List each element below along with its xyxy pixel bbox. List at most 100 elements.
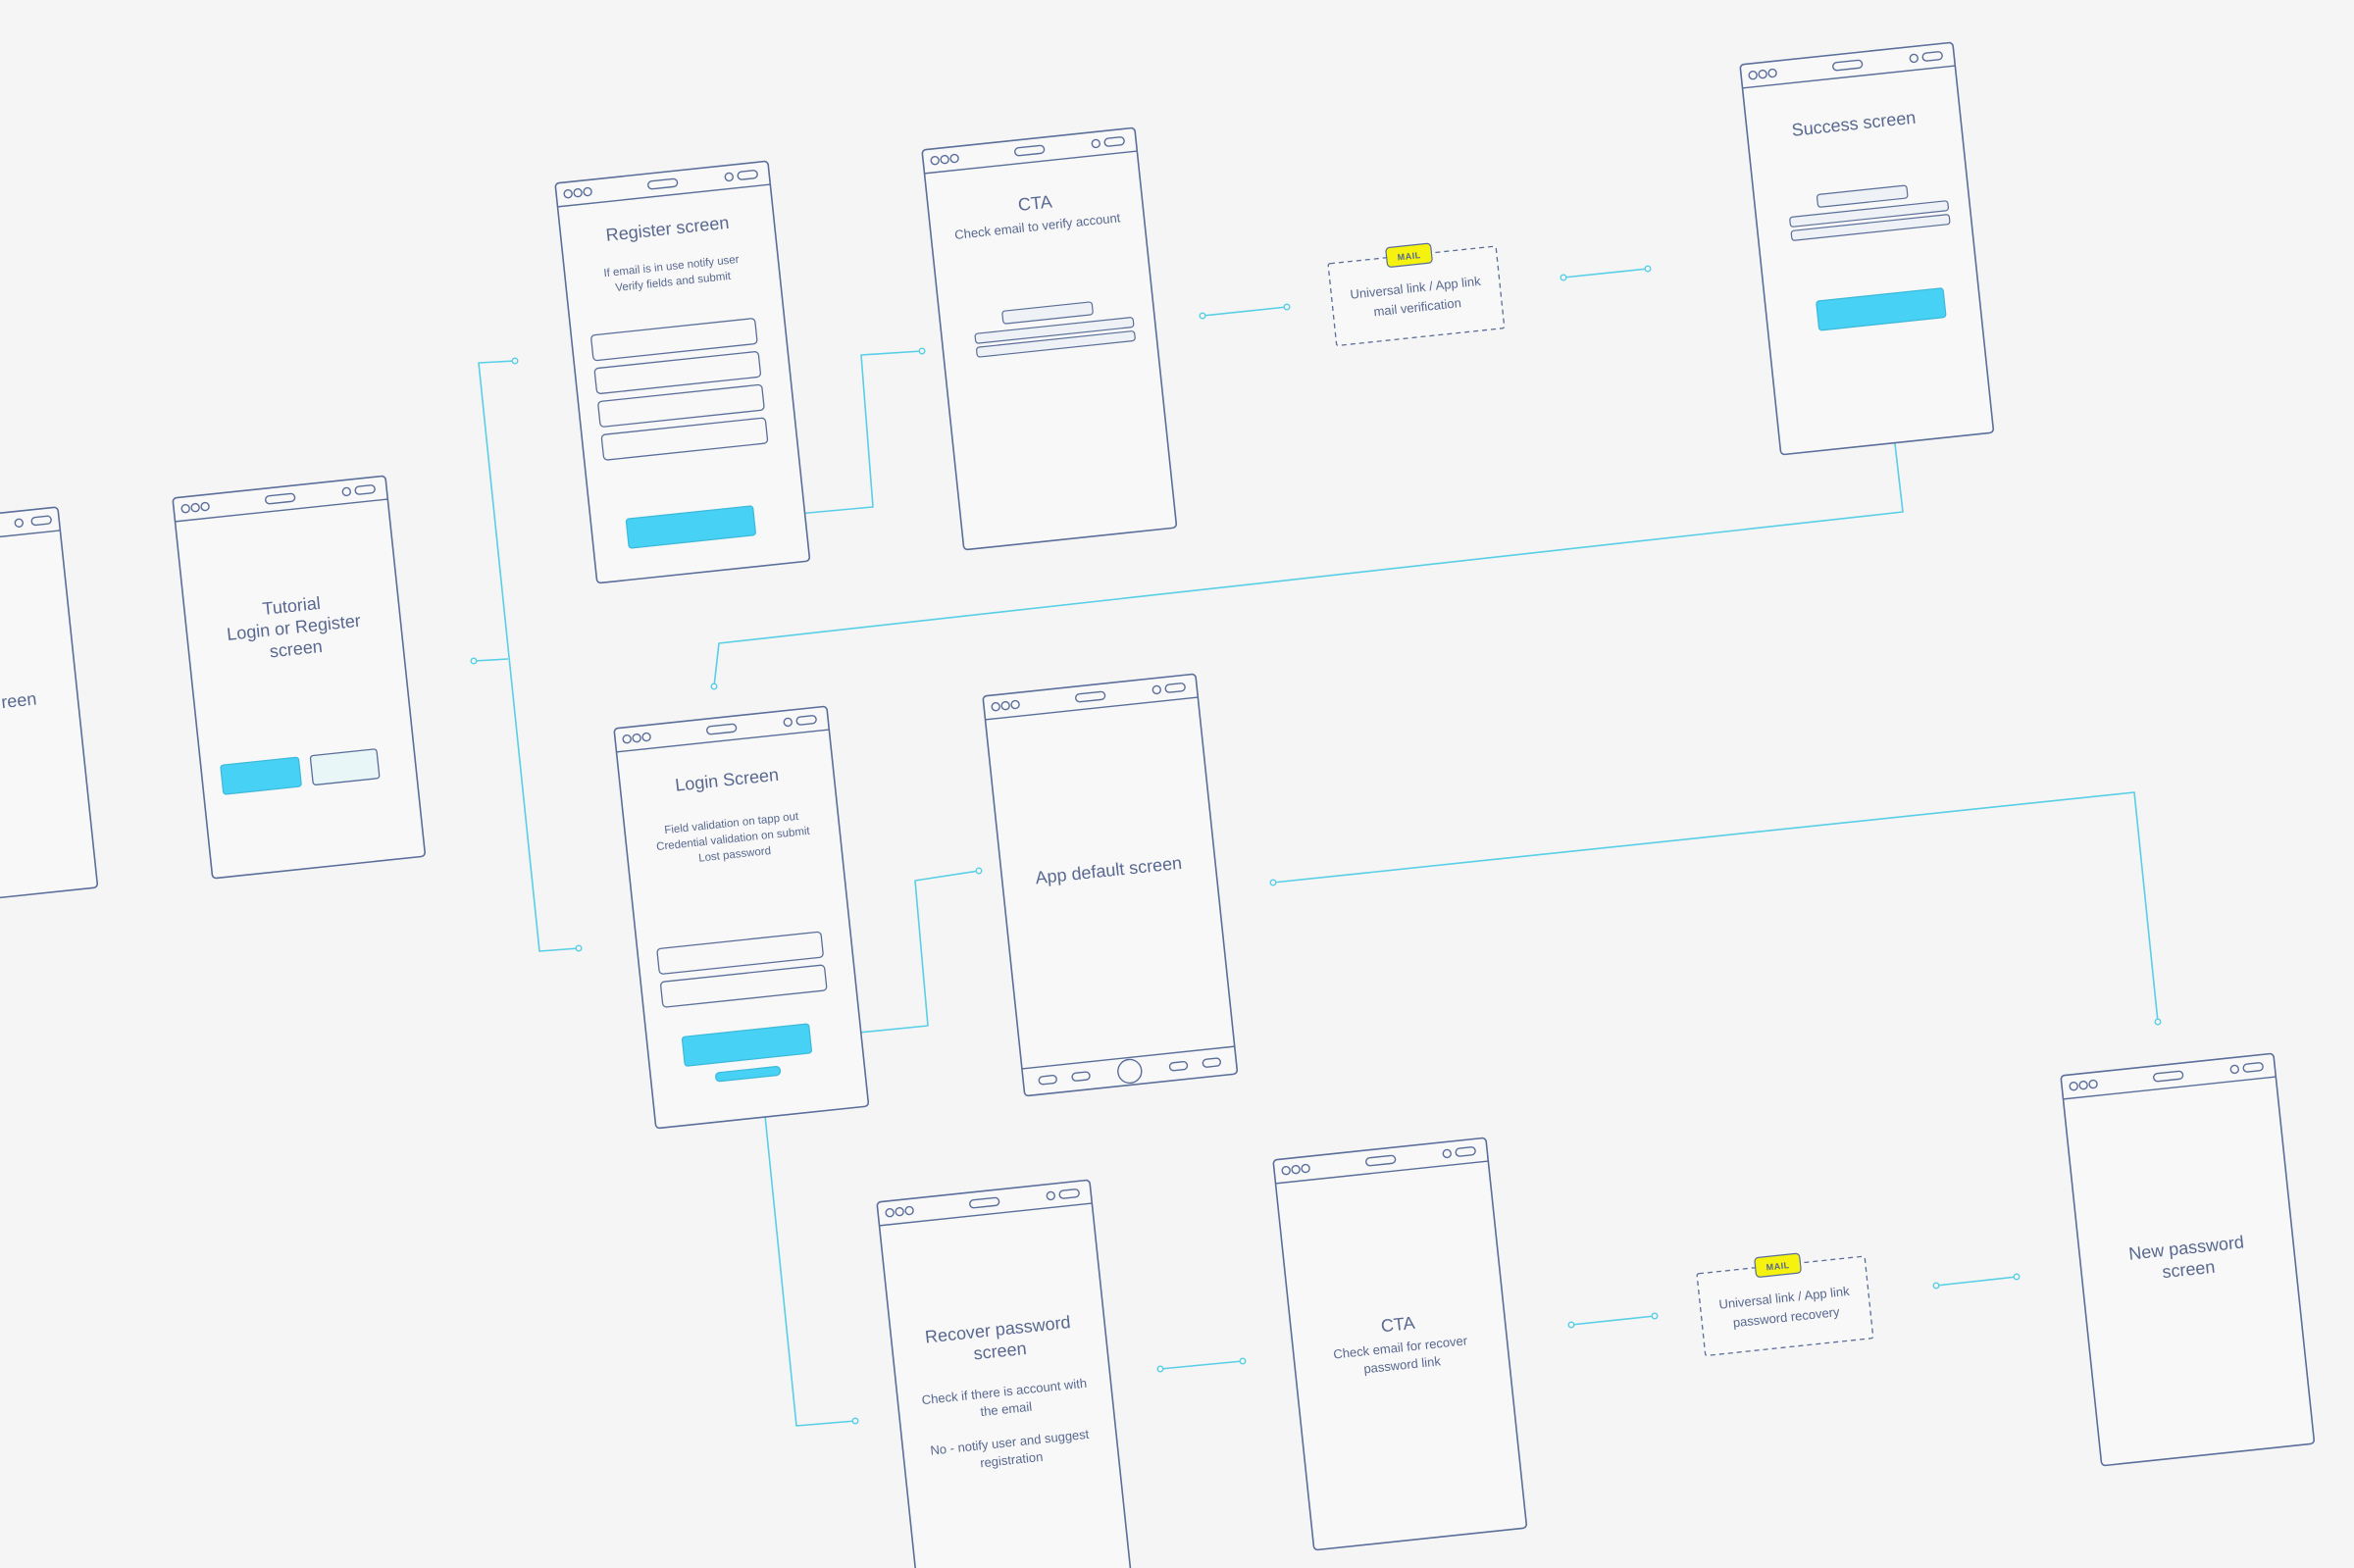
connector-dot (1567, 1321, 1575, 1329)
connector-dot (1283, 303, 1291, 311)
text-placeholder (976, 330, 1136, 358)
speaker-pill (1832, 59, 1864, 72)
window-dots (1748, 68, 1777, 80)
input-field[interactable] (597, 383, 765, 428)
text-placeholder (974, 317, 1135, 344)
speaker-pill (647, 177, 679, 190)
phone-frame (172, 475, 426, 880)
status-dot (783, 717, 793, 728)
speaker-pill (706, 723, 738, 735)
status-pill (737, 170, 758, 180)
text-placeholder (1816, 184, 1909, 208)
email-field[interactable] (656, 931, 824, 975)
status-pill (30, 515, 52, 527)
nav-bar-divider (1021, 1045, 1235, 1070)
phone-frame (613, 705, 870, 1130)
phone-frame (2060, 1052, 2316, 1467)
connector-dot (1644, 265, 1652, 273)
connector-lostpass-to-recover (760, 1076, 856, 1427)
nav-item[interactable] (1168, 1060, 1189, 1072)
text-placeholder (1789, 200, 1949, 228)
nav-item[interactable] (1202, 1057, 1222, 1068)
status-dot (341, 486, 351, 497)
screen-recover-password[interactable]: Recover password screen Check if there i… (876, 1179, 1133, 1568)
connector-dot (1651, 1312, 1659, 1320)
connector-dot (710, 683, 718, 690)
lost-password-link[interactable] (715, 1066, 782, 1083)
status-pill (354, 484, 376, 495)
screen-new-password[interactable]: New password screen (2060, 1052, 2316, 1467)
status-bar-divider (924, 150, 1138, 175)
connector-dot (1239, 1357, 1247, 1365)
connector-dot (1560, 274, 1567, 281)
status-bar-divider (985, 696, 1199, 721)
speaker-pill (969, 1196, 1000, 1209)
connector-mail-to-newpass (1935, 1276, 2018, 1287)
connector-dot (1932, 1282, 1940, 1290)
status-bar-divider (1742, 65, 1956, 89)
status-dot (724, 172, 734, 182)
status-bar-divider (616, 729, 830, 753)
password-field[interactable] (660, 964, 828, 1008)
status-pill (1103, 136, 1125, 147)
status-pill (1164, 683, 1186, 693)
status-bar-divider (1275, 1160, 1489, 1185)
phone-frame (921, 126, 1178, 551)
register-button[interactable] (309, 748, 381, 785)
status-bar-divider (2063, 1076, 2277, 1100)
connector-cta-to-mail-recover (1570, 1315, 1656, 1326)
continue-button[interactable] (1816, 287, 1947, 331)
screen-tutorial[interactable]: Tutorial Login or Register screen (172, 475, 426, 880)
nav-item[interactable] (1071, 1071, 1091, 1082)
screen-note: the email (980, 1399, 1033, 1419)
status-pill (795, 715, 817, 726)
connector-cta-to-mail (1202, 306, 1288, 317)
screen-app-default[interactable]: App default screen (982, 673, 1239, 1097)
input-field[interactable] (600, 417, 769, 461)
window-dots (930, 153, 959, 166)
nav-item[interactable] (1038, 1074, 1057, 1086)
login-button[interactable] (220, 756, 302, 795)
connector-dot (1156, 1365, 1164, 1373)
screen-login[interactable]: Login Screen Field validation on tapp ou… (613, 705, 870, 1130)
connector-success-to-login (713, 383, 1904, 687)
window-dots (1281, 1163, 1310, 1176)
text-placeholder (1790, 214, 1951, 241)
submit-button[interactable] (625, 505, 756, 549)
connector-dot (918, 347, 926, 355)
window-dots (885, 1205, 914, 1218)
mail-node-verify[interactable]: MAIL Universal link / App link mail veri… (1327, 236, 1506, 346)
phone-frame (1272, 1137, 1528, 1551)
window-dots (622, 732, 651, 744)
screen-success[interactable]: Success screen (1739, 41, 1995, 456)
status-bar-divider (557, 183, 771, 208)
screen-partial[interactable]: reen (0, 506, 99, 910)
input-field[interactable] (593, 351, 762, 394)
phone-frame (0, 506, 99, 910)
connector-dot (2013, 1273, 2021, 1281)
mail-node-recover[interactable]: MAIL Universal link / App link password … (1696, 1246, 1874, 1356)
screen-title: CTA (1017, 191, 1053, 215)
screen-cta-recover[interactable]: CTA Check email for recover password lin… (1272, 1137, 1528, 1551)
home-button[interactable] (1117, 1058, 1143, 1085)
status-bar-divider (879, 1202, 1093, 1227)
window-dots (991, 699, 1020, 712)
window-dots (2069, 1079, 2098, 1091)
connector-login-to-app (818, 870, 980, 1037)
connector-dot (1269, 879, 1277, 886)
mail-badge (1754, 1252, 1802, 1278)
status-dot (2229, 1064, 2239, 1075)
phone-frame (876, 1179, 1133, 1568)
screen-register[interactable]: Register screen If email is in use notif… (554, 160, 811, 584)
screen-cta-verify[interactable]: CTA Check email to verify account (921, 126, 1178, 551)
status-dot (1442, 1148, 1452, 1159)
connector-dot (511, 357, 519, 365)
status-dot (1046, 1190, 1055, 1201)
text-placeholder (1001, 301, 1094, 325)
status-dot (1091, 138, 1100, 149)
login-submit-button[interactable] (681, 1023, 812, 1067)
connector-branch-to-register (478, 360, 580, 952)
input-field[interactable] (590, 318, 758, 362)
speaker-pill (265, 492, 296, 505)
